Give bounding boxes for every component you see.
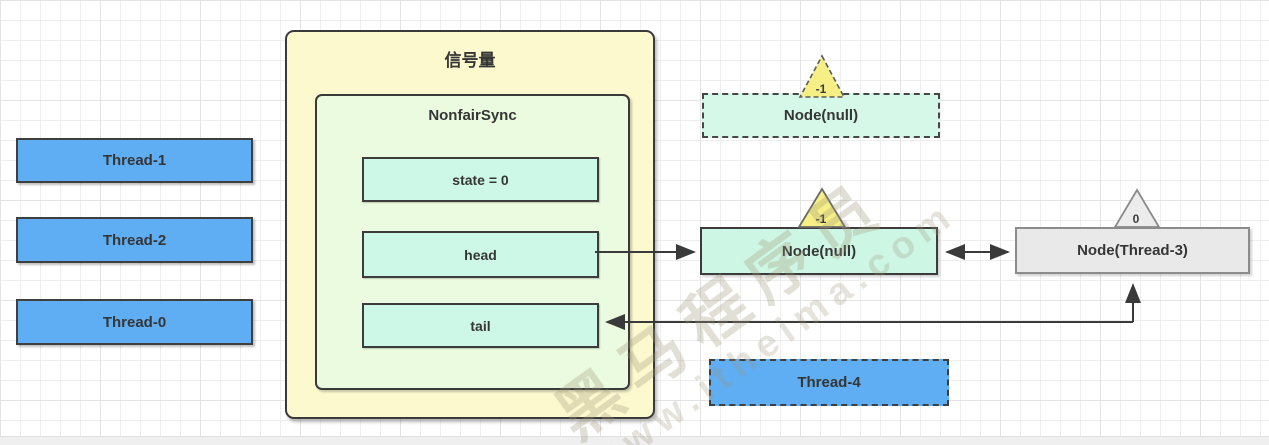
waitstatus-badge-tail-node: 0 [1113,188,1161,228]
node-detached: Node(null) [702,93,940,138]
field-tail: tail [362,303,599,348]
thread-box-1: Thread-1 [16,138,253,183]
badge-value: 0 [1133,212,1140,226]
badge-triangle-icon [798,54,846,98]
field-head-label: head [464,246,497,263]
field-head: head [362,231,599,278]
thread-label: Thread-1 [102,152,167,169]
node-queue-head-label: Node(null) [781,242,857,260]
badge-triangle-icon [1113,188,1161,228]
semaphore-title: 信号量 [444,51,496,70]
thread-label: Thread-4 [797,374,861,391]
node-queue-tail: Node(Thread-3) [1015,227,1250,274]
node-queue-tail-label: Node(Thread-3) [1077,242,1188,259]
field-state: state = 0 [362,157,599,202]
bottom-edge-strip [0,436,1269,445]
thread-box-0: Thread-0 [16,299,253,345]
thread-label: Thread-0 [102,313,167,331]
badge-triangle-icon [797,187,847,228]
badge-value: -1 [816,82,827,96]
thread-label: Thread-2 [102,231,167,249]
waitstatus-badge-head-node: -1 [797,187,847,228]
thread-box-4: Thread-4 [709,359,949,406]
nonfairsync-title: NonfairSync [428,107,517,124]
thread-box-2: Thread-2 [16,217,253,263]
node-detached-label: Node(null) [783,107,859,124]
nonfairsync-box: NonfairSync state = 0 head tail [315,94,630,390]
semaphore-container: 信号量 NonfairSync state = 0 head tail [285,30,655,419]
field-tail-label: tail [470,317,491,334]
node-queue-head: Node(null) [700,227,938,275]
badge-value: -1 [816,212,827,226]
field-state-label: state = 0 [452,171,509,188]
waitstatus-badge-detached: -1 [798,54,846,98]
